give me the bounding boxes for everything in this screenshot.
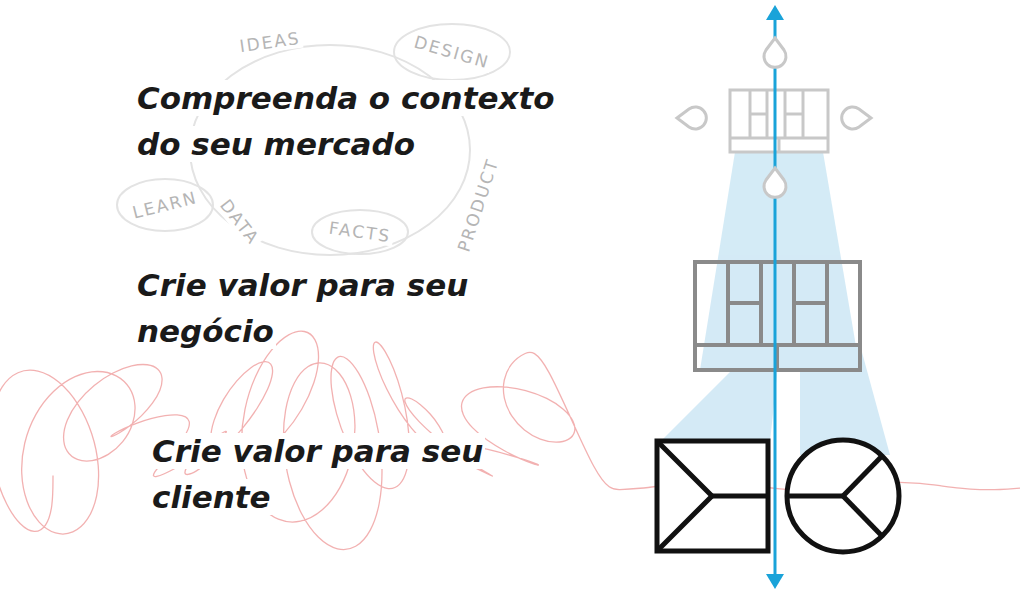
drop-marker <box>764 38 786 67</box>
watermark-word: FACTS <box>326 217 395 246</box>
canvas-line <box>728 301 761 305</box>
statement-text: Compreenda o contexto do seu mercado <box>135 80 557 162</box>
axis-line <box>774 16 777 578</box>
value-proposition-icon <box>657 441 768 551</box>
statement-block: Compreenda o contexto do seu mercado <box>135 75 605 167</box>
statement-block: Crie valor para seu cliente <box>150 428 570 520</box>
light-beam <box>660 345 780 442</box>
watermark-word: IDEAS <box>236 28 303 57</box>
customer-profile-icon <box>787 440 899 552</box>
canvas-frame <box>730 90 828 152</box>
canvas-line <box>750 113 767 116</box>
square-frame <box>657 441 768 551</box>
arrow-head <box>766 574 784 589</box>
statement-text: Crie valor para seu negócio <box>135 267 470 349</box>
drop-marker <box>764 168 786 197</box>
statement-block: Crie valor para seu negócio <box>135 262 555 354</box>
chevron-line <box>659 443 712 549</box>
circle-frame <box>787 440 899 552</box>
canvas-line <box>778 138 781 152</box>
watermark-word: DESIGN <box>410 31 494 73</box>
watermark-block: DESIGN <box>410 31 494 73</box>
cycle-blob <box>312 210 408 254</box>
cycle-blob <box>394 24 510 80</box>
chevron-line <box>712 494 768 499</box>
arrow-head <box>766 5 784 20</box>
axis-arrow <box>766 5 784 589</box>
circle-line <box>843 456 882 496</box>
drop-markers <box>677 38 871 197</box>
drop-marker <box>677 107 706 129</box>
circle-line <box>843 496 882 536</box>
watermark-block: LEARN <box>128 187 201 223</box>
watermark-word: PRODUCT <box>453 154 503 256</box>
large-canvas-icon <box>695 262 860 370</box>
watermark-block: DATA <box>215 194 265 250</box>
watermark-word: LEARN <box>128 187 201 223</box>
circle-line <box>787 494 843 499</box>
cycle-blob <box>117 179 213 231</box>
watermark-block: IDEAS <box>236 28 303 57</box>
watermark-block: PRODUCT <box>453 154 503 256</box>
canvas-frame <box>695 262 860 370</box>
watermark-word: DATA <box>215 194 265 250</box>
small-canvas-icon <box>730 90 828 152</box>
statement-text: Crie valor para seu cliente <box>150 433 485 515</box>
watermark-block: FACTS <box>326 217 395 246</box>
canvas-line <box>785 113 803 116</box>
canvas-line <box>794 301 827 305</box>
drop-marker <box>842 107 871 129</box>
